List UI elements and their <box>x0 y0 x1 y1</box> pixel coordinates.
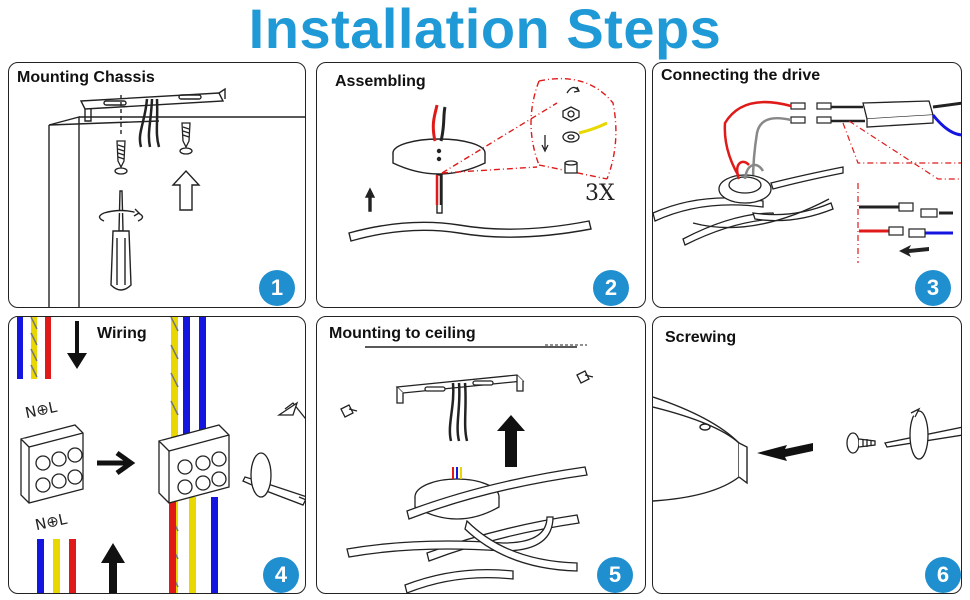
screwing-illustration <box>653 396 961 502</box>
connecting-driver-illustration <box>653 100 961 263</box>
step-panel-3: Connecting the drive 3 <box>652 62 962 308</box>
step-label: Wiring <box>97 325 147 342</box>
step-label: Mounting to ceiling <box>329 325 476 342</box>
led-driver-icon <box>862 100 934 128</box>
step-label: Assembling <box>335 73 426 90</box>
step-label: Screwing <box>665 329 737 346</box>
up-arrow-icon <box>171 169 201 211</box>
step-number-badge: 5 <box>597 557 633 593</box>
step-number-badge: 6 <box>925 557 961 593</box>
terminal-block-icon <box>20 424 84 504</box>
step-panel-4: Wiring N⊕L N⊕L 4 <box>8 316 306 594</box>
screwdriver-icon <box>884 407 961 460</box>
step-label: Mounting Chassis <box>17 69 155 86</box>
screw-icon <box>846 432 876 454</box>
step-panel-1: Mounting Chassis 1 <box>8 62 306 308</box>
step-number-badge: 1 <box>259 270 295 306</box>
nut-icon <box>562 106 580 122</box>
step-panel-6: Screwing 6 <box>652 316 962 594</box>
screwdriver-icon <box>242 401 305 506</box>
left-arrow-icon <box>757 443 813 461</box>
wiring-illustration <box>17 317 305 593</box>
mounting-chassis-illustration <box>48 87 305 307</box>
assembling-illustration <box>348 77 617 242</box>
quantity-annotation: 3X <box>585 181 615 206</box>
step-number-badge: 2 <box>593 270 629 306</box>
ceiling-mounting-illustration <box>340 344 594 593</box>
screwdriver-icon <box>98 190 144 291</box>
right-arrow-icon <box>97 450 136 476</box>
washer-icon <box>562 131 580 174</box>
step-number-badge: 4 <box>263 557 299 593</box>
step-label: Connecting the drive <box>661 67 821 84</box>
screw-icon <box>114 122 193 175</box>
step-number-badge: 3 <box>915 270 951 306</box>
screw-icon <box>340 370 594 418</box>
page-title: Installation Steps <box>248 0 722 60</box>
arrow-icon <box>899 245 929 257</box>
step-panel-2: Assembling 3X 2 <box>316 62 646 308</box>
step-panel-5: Mounting to ceiling 5 <box>316 316 646 594</box>
up-arrow-icon <box>497 415 525 467</box>
connector-icon <box>790 102 832 124</box>
